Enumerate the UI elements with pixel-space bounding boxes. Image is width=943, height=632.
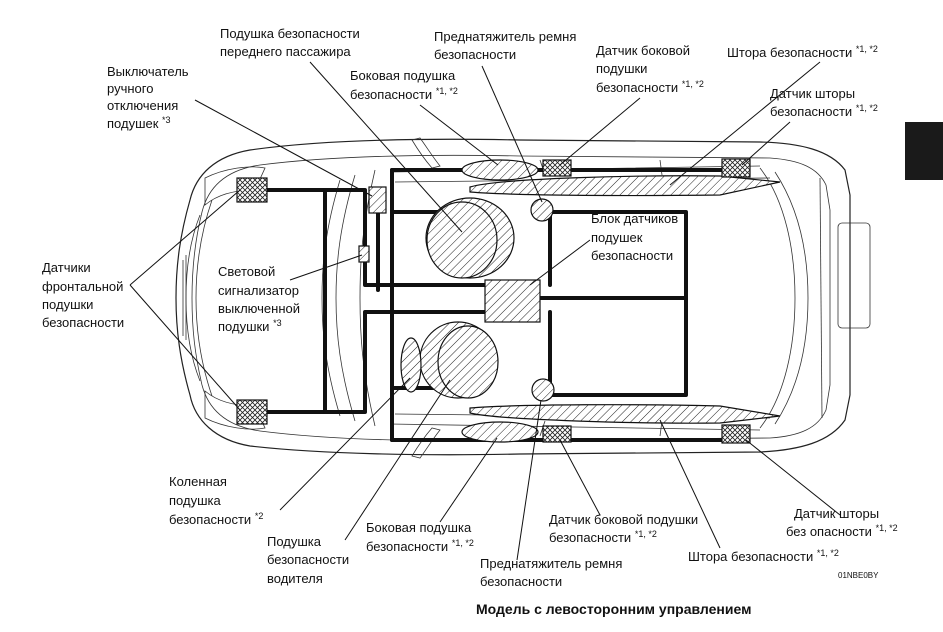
curtain-sensor-lower (721, 424, 751, 444)
label-pretensioner-top: Преднатяжитель ремня безопасности (434, 29, 580, 62)
label-driver-airbag: Подушка безопасности водителя (267, 534, 353, 586)
label-frontal-sensors: Датчики фронтальной подушки безопасности (42, 260, 127, 330)
label-passenger-airbag: Подушка безопасности переднего пассажира (220, 26, 363, 59)
side-sensor-upper (542, 159, 572, 177)
manual-switch (368, 186, 387, 214)
label-indicator: Световой сигнализатор выключенной подушк… (218, 264, 304, 334)
label-curtain-bottom: Штора безопасности *1, *2 (688, 548, 839, 564)
label-manual-switch: Выключатель ручного отключения подушек *… (107, 64, 192, 131)
frontal-sensor-upper (236, 177, 268, 203)
indicator-light (358, 245, 370, 263)
side-sensor-lower (542, 425, 572, 443)
section-tab-marker (905, 122, 943, 180)
control-unit (484, 279, 541, 323)
labels: Подушка безопасности переднего пассажира… (42, 26, 898, 617)
figure-code: 01NBE0BY (838, 571, 879, 580)
label-curtain-sensor-bottom: Датчик шторы без опасности *1, *2 (786, 506, 898, 539)
label-side-airbag-top: Боковая подушка безопасности *1, *2 (350, 68, 459, 102)
car-outline (175, 138, 851, 456)
curtain-upper (469, 175, 781, 197)
frontal-sensor-lower (236, 399, 268, 425)
label-curtain-sensor-top: Датчик шторы безопасности *1, *2 (770, 86, 878, 119)
side-airbag-lower (461, 421, 539, 443)
label-knee-airbag: Коленная подушка безопасности *2 (169, 474, 263, 527)
label-side-sensor-top: Датчик боковой подушки безопасности *1, … (596, 43, 704, 95)
label-control-unit: Блок датчиков подушек безопасности (591, 211, 682, 263)
label-side-airbag-bottom: Боковая подушка безопасности *1, *2 (366, 520, 475, 554)
curtain-lower (469, 404, 781, 424)
leader-lines (129, 61, 841, 561)
side-airbag-upper (461, 159, 539, 181)
figure-caption: Модель с левосторонним управлением (476, 601, 751, 617)
components (236, 158, 781, 444)
pretensioner-upper (530, 198, 554, 222)
label-curtain-top: Штора безопасности *1, *2 (727, 44, 878, 60)
driver-airbag (437, 325, 499, 399)
wiring-harness (250, 168, 742, 442)
knee-airbag (400, 337, 422, 393)
label-side-sensor-bottom: Датчик боковой подушки безопасности *1, … (549, 512, 702, 545)
pretensioner-lower (531, 378, 555, 402)
passenger-airbag (426, 201, 498, 279)
label-pretensioner-bottom: Преднатяжитель ремня безопасности (480, 556, 626, 589)
